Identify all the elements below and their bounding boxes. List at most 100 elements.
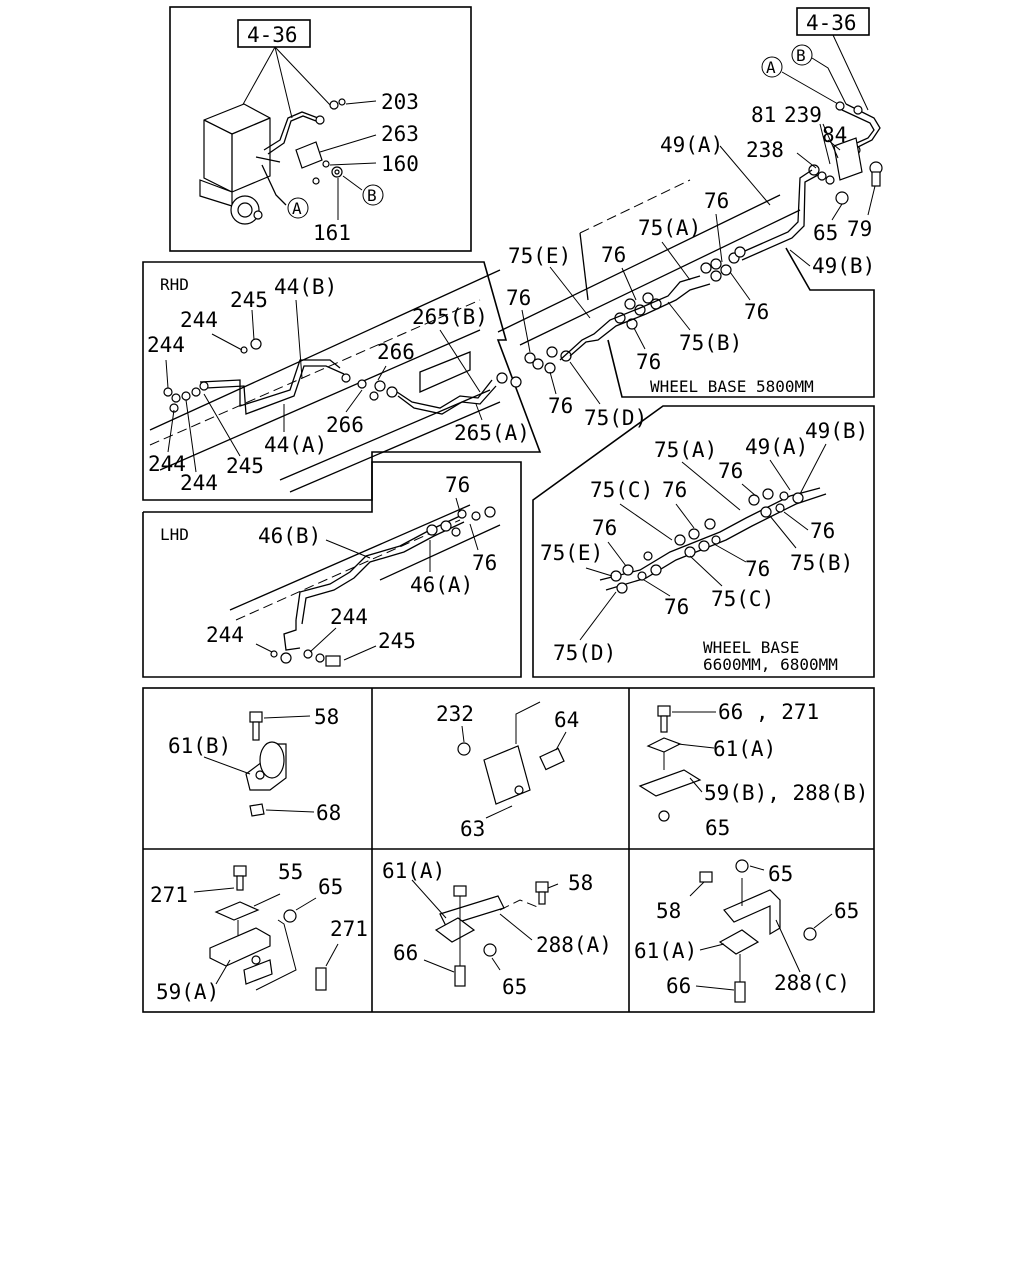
part-76-wb2-b: 76 <box>810 519 835 543</box>
part-76-wb2-c: 76 <box>662 478 687 502</box>
part-244-a: 244 <box>180 308 218 332</box>
rhd-frame <box>142 261 542 501</box>
part-65-c6-a: 65 <box>768 862 793 886</box>
main-routing: 4-36 B A 81 239 84 238 49(A) 65 79 <box>497 7 883 430</box>
part-161: 161 <box>313 221 351 245</box>
pipe-46 <box>295 515 461 621</box>
part-75c-wb2-b: 75(C) <box>711 587 774 611</box>
part-61a-c6: 61(A) <box>634 939 697 963</box>
part-81: 81 <box>751 103 776 127</box>
part-75d: 75(D) <box>584 406 647 430</box>
wb2-panel: WHEEL BASE 6600MM, 6800MM 75(A) 49(A) 49… <box>532 405 875 678</box>
part-160: 160 <box>381 152 419 176</box>
part-244-b: 244 <box>147 333 185 357</box>
part-46b: 46(B) <box>258 524 321 548</box>
part-76-lhd-a: 76 <box>445 473 470 497</box>
part-75e-wb2: 75(E) <box>540 541 603 565</box>
part-66-c6: 66 <box>666 974 691 998</box>
part-65-c5: 65 <box>502 975 527 999</box>
part-84: 84 <box>822 123 847 147</box>
part-245-b: 245 <box>226 454 264 478</box>
wb2-line1: WHEEL BASE <box>703 638 799 657</box>
rhd-panel: RHD 245 44(B) 244 244 244 244 245 <box>142 261 542 501</box>
part-76-f: 76 <box>548 394 573 418</box>
part-44a: 44(A) <box>264 433 327 457</box>
part-75b: 75(B) <box>679 331 742 355</box>
tag-b-right: B <box>796 46 806 65</box>
cell-59b-288b: 66 , 271 61(A) 59(B), 288(B) 65 <box>638 700 868 840</box>
part-75a-wb2: 75(A) <box>654 438 717 462</box>
part-265b: 265(B) <box>412 305 488 329</box>
part-76-lhd-b: 76 <box>472 551 497 575</box>
part-238: 238 <box>746 138 784 162</box>
part-49b-wb2: 49(B) <box>805 419 868 443</box>
part-65-top: 65 <box>813 221 838 245</box>
part-65-c4: 65 <box>318 875 343 899</box>
part-271-b: 271 <box>330 917 368 941</box>
part-245-lhd: 245 <box>378 629 416 653</box>
part-76-wb2-a: 76 <box>718 459 743 483</box>
part-244-lhd-a: 244 <box>330 605 368 629</box>
bracket-263 <box>295 141 323 169</box>
part-44b: 44(B) <box>274 275 337 299</box>
part-76-wb2-e: 76 <box>745 557 770 581</box>
part-66-c5: 66 <box>393 941 418 965</box>
rhd-label: RHD <box>160 275 189 294</box>
part-59b-288b: 59(B), 288(B) <box>704 781 868 805</box>
part-271-a: 271 <box>150 883 188 907</box>
part-76-wb2-d: 76 <box>592 516 617 540</box>
lhd-label: LHD <box>160 525 189 544</box>
cell-59a: 271 55 65 271 59(A) <box>150 860 368 1004</box>
part-75b-wb2: 75(B) <box>790 551 853 575</box>
part-63: 63 <box>460 817 485 841</box>
part-75e: 75(E) <box>508 244 571 268</box>
part-55: 55 <box>278 860 303 884</box>
part-203: 203 <box>381 90 419 114</box>
tag-b-circle <box>362 184 384 206</box>
part-244-lhd-b: 244 <box>206 623 244 647</box>
valve-body <box>203 103 271 193</box>
ref-top-right: 4-36 <box>806 11 857 35</box>
part-288a: 288(A) <box>536 933 612 957</box>
tag-b: B <box>367 186 377 205</box>
part-65-c6-b: 65 <box>834 899 859 923</box>
tag-a: A <box>292 199 302 218</box>
part-66-271: 66 , 271 <box>718 700 819 724</box>
wb2-line2: 6600MM, 6800MM <box>703 655 838 674</box>
part-58-c1: 58 <box>314 705 339 729</box>
part-75c-wb2-a: 75(C) <box>590 478 653 502</box>
part-49a: 49(A) <box>660 133 723 157</box>
part-49a-wb2: 49(A) <box>745 435 808 459</box>
lhd-frame <box>142 461 522 678</box>
cell-288a: 61(A) 58 288(A) 66 65 <box>382 859 612 999</box>
part-61b: 61(B) <box>168 734 231 758</box>
cell-63: 232 64 63 <box>436 701 579 841</box>
part-68: 68 <box>316 801 341 825</box>
ref-box-top-left <box>237 19 311 48</box>
part-59a: 59(A) <box>156 980 219 1004</box>
bracket-84 <box>833 137 863 181</box>
part-263: 263 <box>381 122 419 146</box>
tag-a-circle <box>287 197 309 219</box>
part-76-a: 76 <box>601 243 626 267</box>
valve-inset: 4-36 203 263 160 161 <box>169 6 472 252</box>
part-64: 64 <box>554 708 579 732</box>
lhd-panel: LHD 76 76 46(B) 46(A) 244 244 245 <box>142 461 522 678</box>
part-266-b: 266 <box>326 413 364 437</box>
part-265a: 265(A) <box>454 421 530 445</box>
part-76-d: 76 <box>636 350 661 374</box>
part-76-b: 76 <box>704 189 729 213</box>
part-239: 239 <box>784 103 822 127</box>
wheelbase-5800: WHEEL BASE 5800MM <box>650 377 814 396</box>
part-49b: 49(B) <box>812 254 875 278</box>
fitting-group-75 <box>524 246 746 374</box>
part-61a-c3: 61(A) <box>713 737 776 761</box>
part-46a: 46(A) <box>410 573 473 597</box>
part-79: 79 <box>847 217 872 241</box>
part-58-c5: 58 <box>568 871 593 895</box>
valve-inset-frame <box>169 6 472 252</box>
ref-top-left: 4-36 <box>247 23 298 47</box>
wb2-frame <box>532 405 875 678</box>
detail-grid: 58 61(B) 68 232 64 63 <box>142 687 875 1013</box>
